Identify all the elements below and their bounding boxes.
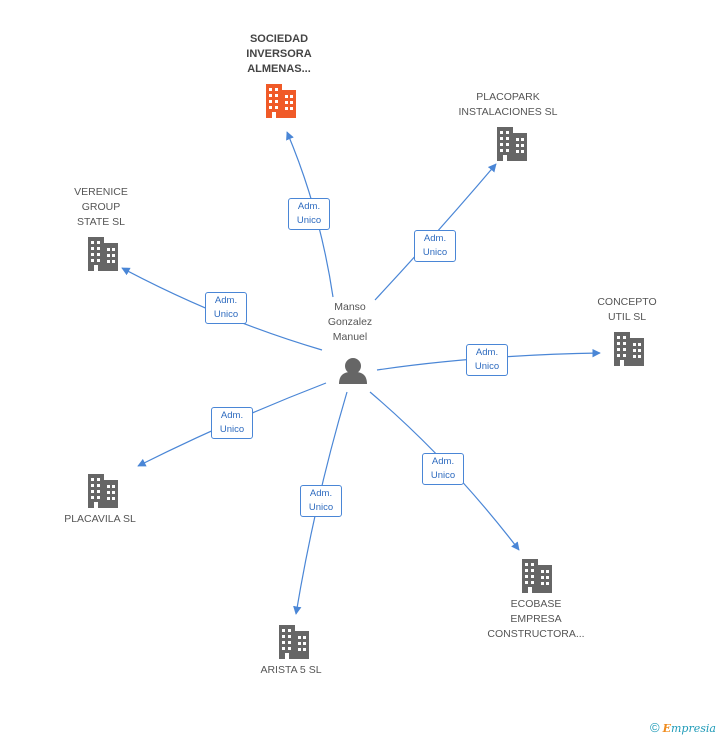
company-label-line: VERENICE [74, 186, 128, 198]
company-label-line: INVERSORA [246, 48, 312, 60]
relation-text: Adm. [214, 295, 238, 306]
relation-text: Unico [430, 470, 456, 481]
relation-text: Adm. [475, 347, 499, 358]
relation-text: Unico [474, 361, 500, 372]
company-label-line: PLACOPARK [476, 91, 540, 103]
relation-badge-arista: Adm. Unico [300, 485, 342, 517]
building-icon-placavila [88, 474, 118, 508]
relation-badge-placopark: Adm. Unico [414, 230, 456, 262]
relation-badge-placavila: Adm. Unico [211, 407, 253, 439]
relation-text: Unico [422, 247, 448, 258]
company-label-line: CONSTRUCTORA... [487, 628, 585, 640]
company-label-sociedad[interactable]: SOCIEDAD INVERSORA ALMENAS... [209, 32, 349, 77]
relation-badge-sociedad: Adm. Unico [288, 198, 330, 230]
building-icon-sociedad [266, 84, 296, 118]
company-label-placopark[interactable]: PLACOPARK INSTALACIONES SL [438, 90, 578, 120]
relation-text: Adm. [309, 488, 333, 499]
company-label-arista[interactable]: ARISTA 5 SL [221, 663, 361, 678]
person-name-line: Manuel [332, 331, 368, 343]
company-label-line: ECOBASE [510, 598, 562, 610]
relation-text: Adm. [423, 233, 447, 244]
company-label-line: INSTALACIONES SL [458, 106, 558, 118]
relation-text: Unico [219, 424, 245, 435]
relation-text: Unico [213, 309, 239, 320]
building-icon-concepto [614, 332, 644, 366]
person-name-line: Manso [334, 301, 366, 313]
relation-text: Unico [308, 502, 334, 513]
relation-text: Adm. [220, 410, 244, 421]
brand-name: mpresia [670, 722, 716, 735]
company-label-line: GROUP [81, 201, 121, 213]
relation-badge-ecobase: Adm. Unico [422, 453, 464, 485]
building-icon-verenice [88, 237, 118, 271]
company-label-line: PLACAVILA SL [64, 513, 136, 525]
company-label-line: ALMENAS... [247, 63, 311, 75]
company-label-verenice[interactable]: VERENICE GROUP STATE SL [31, 185, 171, 230]
person-icon [339, 358, 367, 384]
company-label-placavila[interactable]: PLACAVILA SL [30, 512, 170, 527]
empresia-logo[interactable]: ©Empresia [650, 720, 716, 735]
company-label-concepto[interactable]: CONCEPTO UTIL SL [557, 295, 697, 325]
company-label-line: ARISTA 5 SL [260, 664, 322, 676]
company-label-line: SOCIEDAD [249, 33, 309, 45]
building-icon-placopark [497, 127, 527, 161]
company-label-line: STATE SL [76, 216, 126, 228]
company-label-ecobase[interactable]: ECOBASE EMPRESA CONSTRUCTORA... [466, 597, 606, 642]
company-label-line: UTIL SL [607, 311, 647, 323]
brand-initial: E [662, 722, 671, 735]
building-icon-arista [279, 625, 309, 659]
company-label-line: EMPRESA [510, 613, 562, 625]
person-name[interactable]: Manso Gonzalez Manuel [300, 300, 400, 345]
copyright-icon: © [650, 720, 660, 735]
relation-badge-concepto: Adm. Unico [466, 344, 508, 376]
relation-badge-verenice: Adm. Unico [205, 292, 247, 324]
relation-text: Adm. [431, 456, 455, 467]
building-icon-ecobase [522, 559, 552, 593]
company-label-line: CONCEPTO [597, 296, 657, 308]
person-name-line: Gonzalez [327, 316, 373, 328]
relation-text: Unico [296, 215, 322, 226]
relation-text: Adm. [297, 201, 321, 212]
